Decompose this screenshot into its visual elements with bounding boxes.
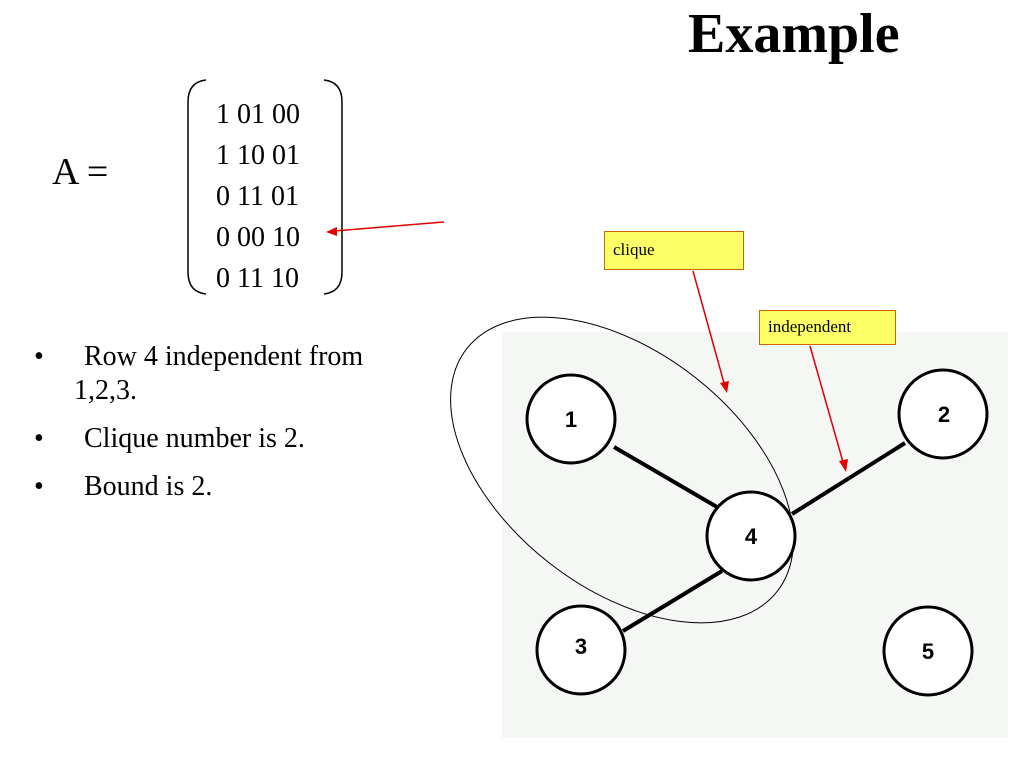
node-4-label: 4 [745, 524, 758, 549]
clique-ellipse [450, 316, 794, 624]
clique-arrow [692, 270, 725, 384]
node-1: 1 [525, 373, 617, 465]
bullet-dot: • [34, 423, 44, 454]
adjacency-matrix: 1 01 00 1 10 01 0 11 01 0 00 10 0 11 10 [216, 94, 300, 299]
bullet-list: • Row 4 independent from 1,2,3. • Clique… [34, 340, 434, 518]
bullet-text: Clique number is 2. [84, 423, 305, 454]
node-5-label: 5 [922, 639, 934, 664]
node-1-label: 1 [565, 407, 577, 432]
bullet-text-continued: 1,2,3. [74, 375, 137, 406]
node-4: 4 [705, 490, 797, 582]
edge-4-2 [790, 441, 907, 516]
slide-title: Example [688, 3, 900, 65]
bullet-item: • Row 4 independent from 1,2,3. [34, 340, 434, 408]
row4-arrowhead [326, 227, 337, 236]
independent-callout: independent [759, 310, 896, 345]
bullet-dot: • [34, 471, 44, 502]
node-3: 3 [535, 604, 627, 696]
edge-4-3 [621, 569, 724, 633]
independent-arrowhead [839, 459, 848, 472]
node-5: 5 [882, 605, 974, 697]
clique-arrowhead [720, 381, 729, 393]
matrix-row-4: 0 00 10 [216, 222, 300, 253]
matrix-row-2: 1 10 01 [216, 140, 300, 171]
node-2-label: 2 [938, 402, 950, 427]
matrix-row-3: 0 11 01 [216, 181, 299, 212]
clique-callout: clique [604, 231, 744, 270]
node-2: 2 [897, 368, 989, 460]
matrix-label: A = [52, 151, 109, 193]
matrix-right-bracket [323, 79, 343, 295]
bullet-text: Bound is 2. [84, 471, 213, 502]
row4-arrow [333, 221, 445, 232]
bullet-item: • Clique number is 2. [34, 422, 434, 456]
independent-arrow [809, 345, 844, 463]
matrix-left-bracket [187, 79, 207, 295]
matrix-row-5: 0 11 10 [216, 263, 299, 294]
bullet-text: Row 4 independent from [84, 341, 364, 372]
bullet-dot: • [34, 341, 44, 372]
node-3-label: 3 [575, 634, 587, 659]
edge-1-4 [612, 445, 719, 509]
matrix-row-1: 1 01 00 [216, 99, 300, 130]
bullet-item: • Bound is 2. [34, 470, 434, 504]
